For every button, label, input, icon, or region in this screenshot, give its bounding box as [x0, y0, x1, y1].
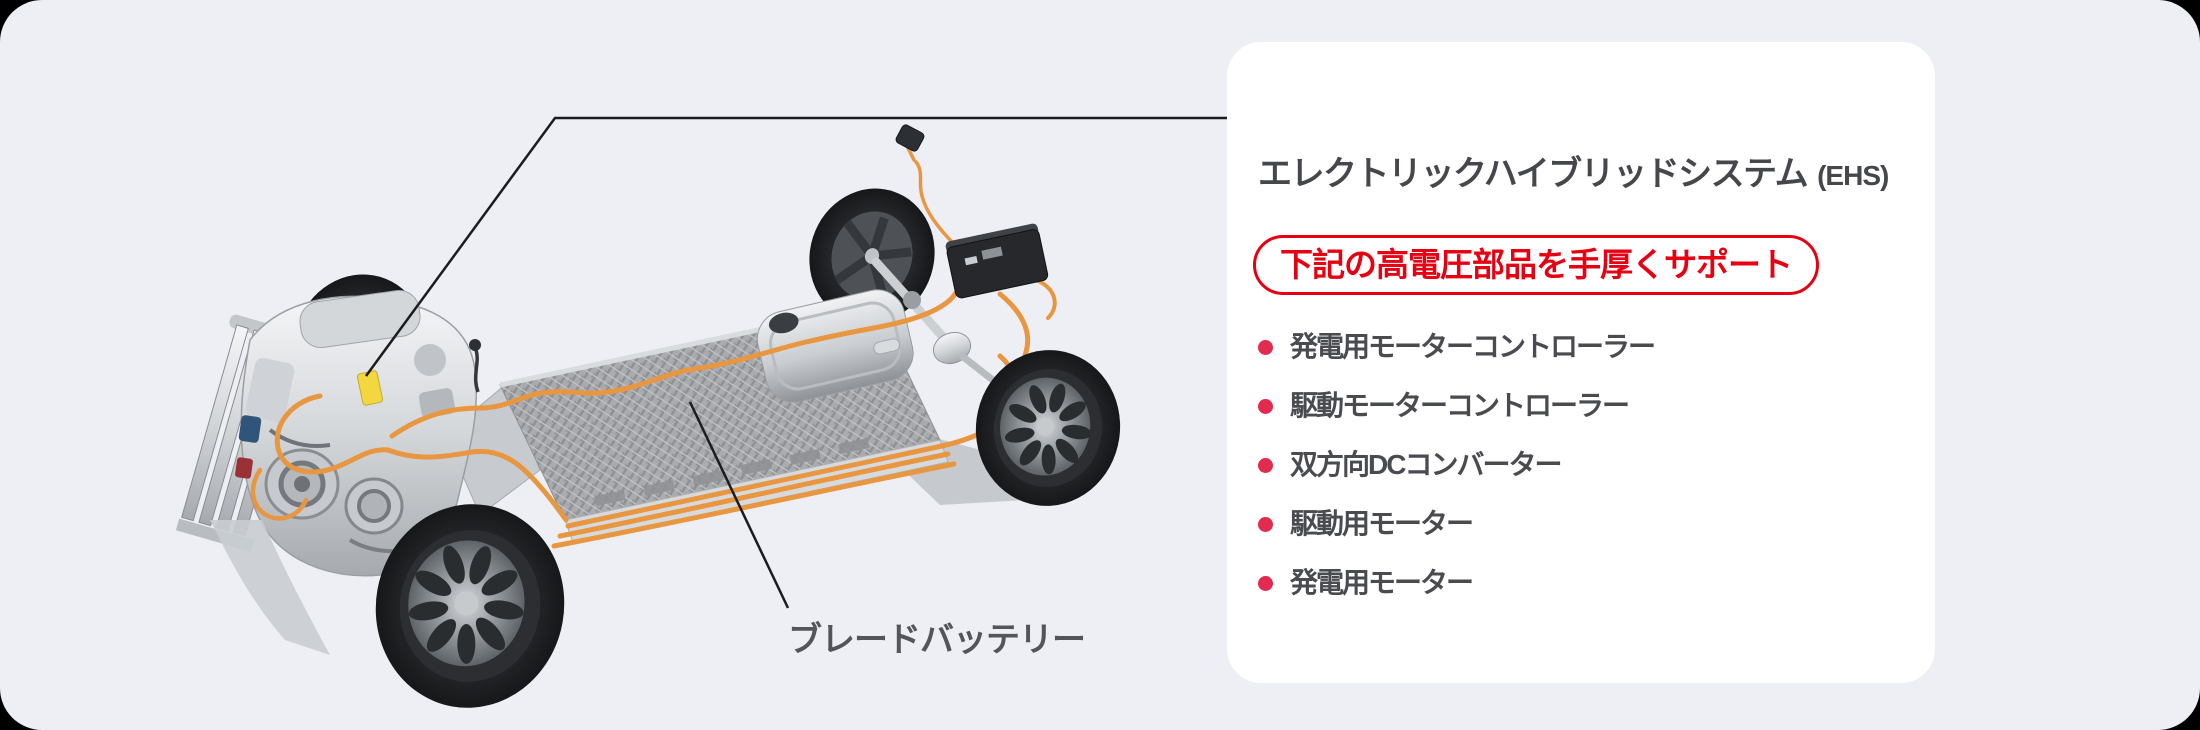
list-item-label: 発電用モーターコントローラー: [1290, 331, 1656, 362]
engine-assembly: [235, 289, 478, 577]
component-list: 発電用モーターコントローラー 駆動モーターコントローラー 双方向DCコンバーター…: [1258, 329, 1935, 601]
callout-lines: [364, 116, 1232, 609]
wheel-front-near: [375, 504, 565, 708]
battery-silver-cover: [756, 289, 914, 403]
wheel-rear-near: [975, 350, 1121, 506]
list-item: 発電用モーター: [1258, 565, 1935, 601]
controller-box: [945, 223, 1049, 299]
hv-cables: [250, 146, 1057, 549]
info-card: エレクトリックハイブリッドシステム (EHS) 下記の高電圧部品を手厚くサポート…: [1227, 42, 1935, 683]
callout-line-battery: [688, 401, 790, 609]
card-title: エレクトリックハイブリッドシステム (EHS): [1258, 146, 1935, 195]
support-badge: 下記の高電圧部品を手厚くサポート: [1253, 235, 1819, 295]
list-item-label: 駆動モーターコントローラー: [1290, 390, 1630, 421]
list-item: 駆動モーターコントローラー: [1258, 388, 1935, 424]
callout-line-ehs: [364, 116, 1232, 377]
card-title-suffix: (EHS): [1817, 160, 1889, 191]
bullet-dot: [1258, 339, 1273, 355]
engine-yellow-part: [356, 370, 384, 406]
list-item-label: 駆動用モーター: [1290, 508, 1474, 539]
list-item: 駆動用モーター: [1258, 506, 1935, 542]
list-item-label: 発電用モーター: [1290, 567, 1474, 598]
list-item: 双方向DCコンバーター: [1258, 447, 1935, 483]
front-subframe: [210, 520, 330, 655]
sensor-cable: [469, 339, 481, 393]
bullet-dot: [1258, 575, 1273, 591]
list-item: 発電用モーターコントローラー: [1258, 329, 1935, 365]
bullet-dot: [1258, 457, 1273, 473]
battery-label: ブレードバッテリー: [788, 621, 1086, 659]
bullet-dot: [1258, 398, 1273, 414]
card-title-text: エレクトリックハイブリッドシステム: [1258, 155, 1809, 193]
cable-connector: [895, 124, 925, 152]
bullet-dot: [1258, 516, 1273, 532]
list-item-label: 双方向DCコンバーター: [1290, 449, 1562, 480]
